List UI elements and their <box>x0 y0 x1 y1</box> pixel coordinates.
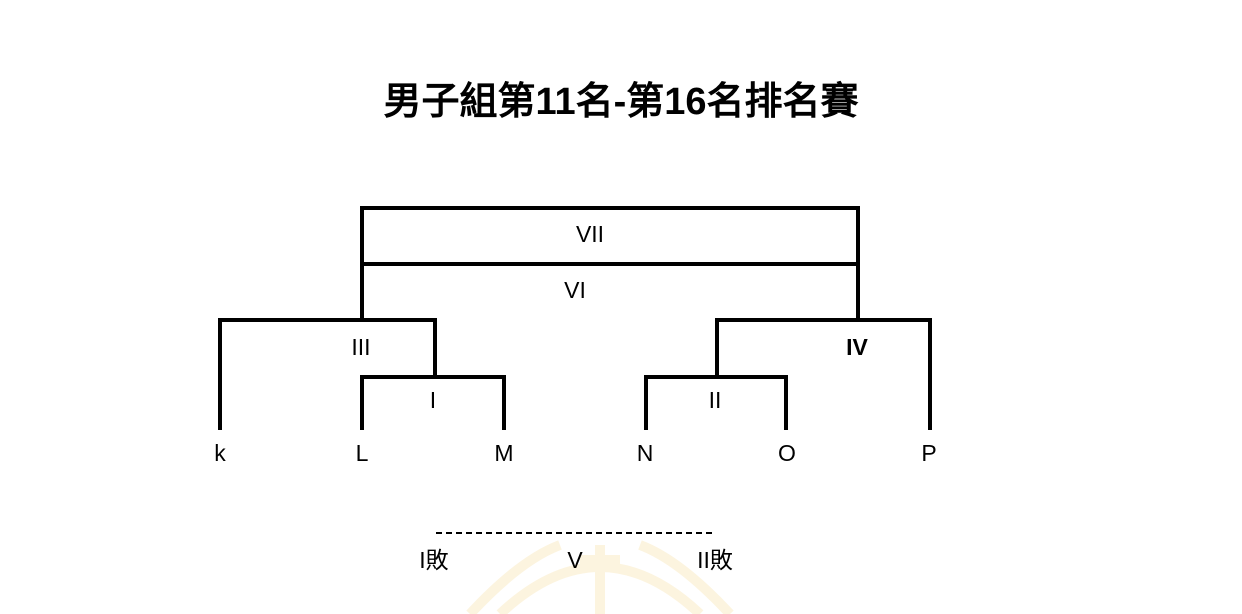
match-label-vi: VI <box>564 277 586 303</box>
bracket-line-vi <box>360 206 860 322</box>
match-label-iv: IV <box>846 334 868 360</box>
team-label: M <box>494 440 513 466</box>
team-label: k <box>214 440 226 466</box>
team-label: L <box>356 440 369 466</box>
bracket-line-i <box>360 375 506 430</box>
match-label-iii: III <box>351 334 370 360</box>
consolation-match-label: V <box>567 547 583 573</box>
team-label: P <box>921 440 936 466</box>
match-label-ii: II <box>709 387 722 413</box>
match-label-i: I <box>430 387 436 413</box>
consolation-right-label: II敗 <box>697 547 733 573</box>
team-label: N <box>637 440 654 466</box>
page-title: 男子組第11名-第16名排名賽 <box>383 81 859 123</box>
bracket-line-iii <box>218 318 437 430</box>
match-label-vii: VII <box>576 221 604 247</box>
consolation-left-label: I敗 <box>419 547 448 573</box>
watermark <box>466 540 734 614</box>
bracket-line-ii <box>644 375 788 430</box>
bracket-line-iv <box>715 318 932 430</box>
team-label: O <box>778 440 796 466</box>
